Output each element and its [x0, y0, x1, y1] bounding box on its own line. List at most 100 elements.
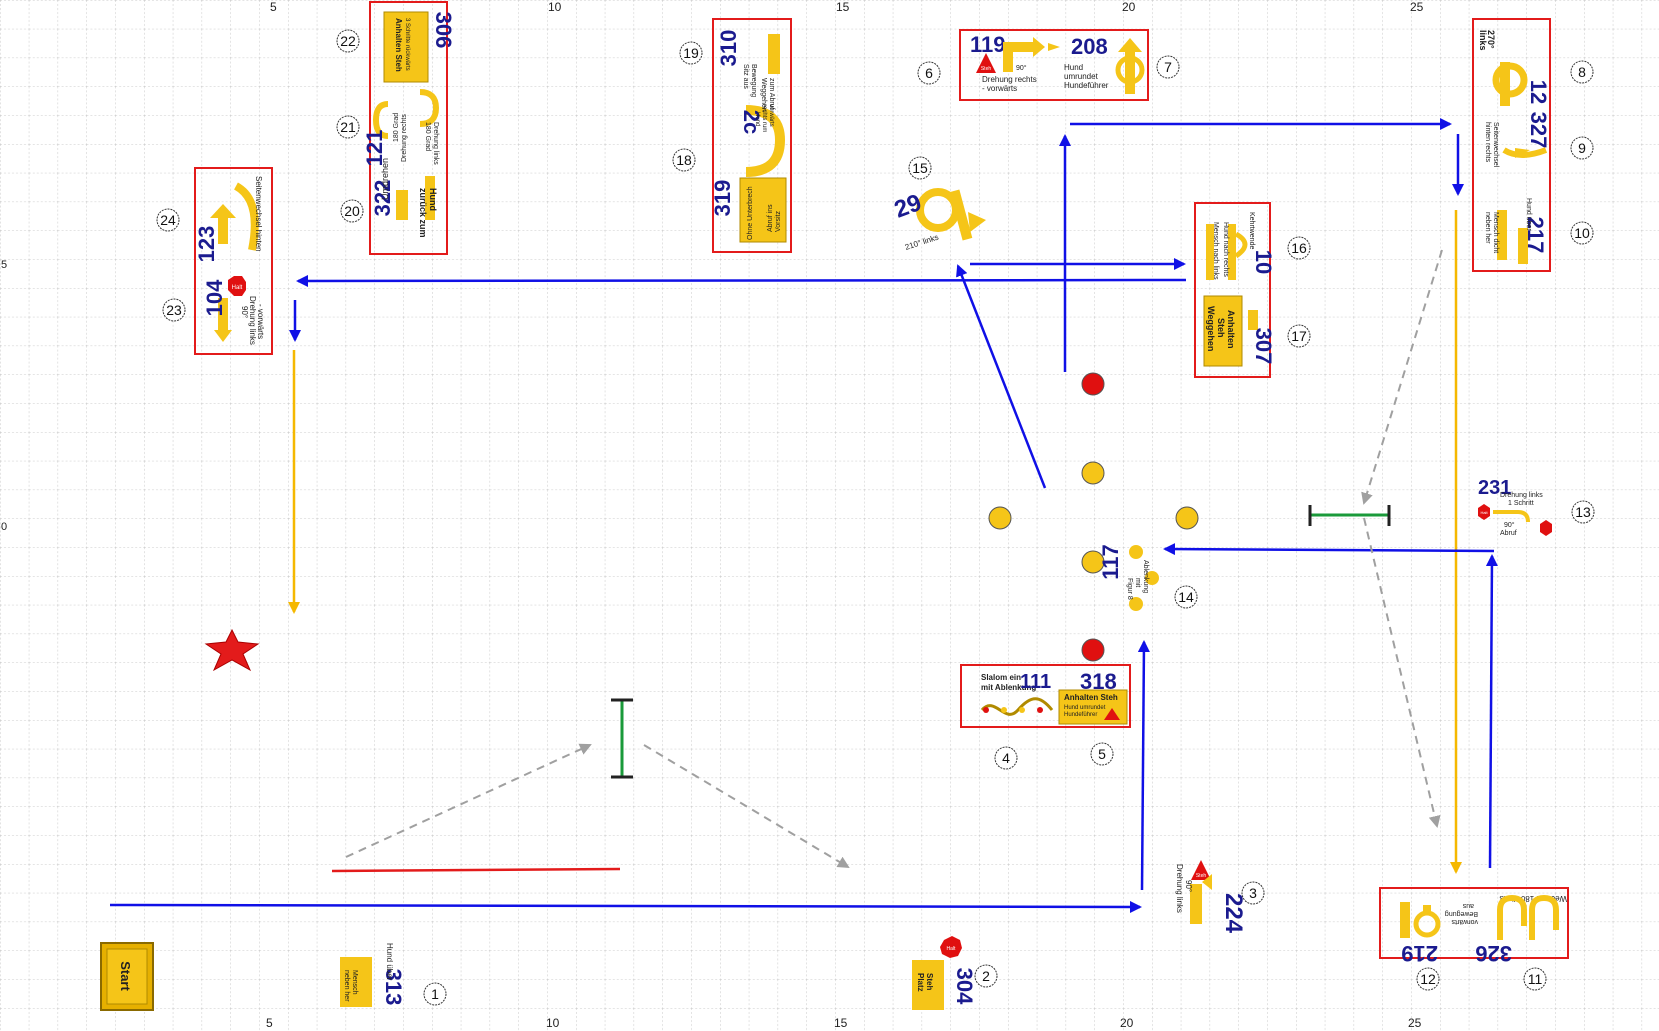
svg-text:1: 1	[431, 986, 439, 1002]
station-marker: 3	[1241, 881, 1265, 905]
station-marker: 5	[1090, 742, 1114, 766]
svg-text:17: 17	[1291, 328, 1307, 344]
sign-code: 12	[1526, 80, 1551, 104]
station-marker: 10	[1570, 221, 1594, 245]
sign-121: 121 180 Grad Drehung rechts 180 Grad Dre…	[362, 89, 440, 166]
sign-text: Hund über	[1525, 198, 1532, 231]
top-tick: 25	[1410, 0, 1424, 14]
sign-text: Hund über	[385, 943, 394, 981]
sign-304: Halt 304 Steh Platz	[912, 936, 977, 1010]
svg-text:7: 7	[1164, 59, 1172, 75]
sign-text: Steh	[1216, 318, 1226, 338]
svg-text:8: 8	[1578, 64, 1586, 80]
svg-text:2: 2	[982, 968, 990, 984]
sign-307: Anhalten Steh Weggehen 307	[1203, 295, 1276, 367]
sign-text: Hundeführer	[1064, 81, 1109, 90]
station-marker: 13	[1571, 500, 1595, 524]
sign-code: 231	[1478, 477, 1511, 499]
svg-text:23: 23	[166, 302, 182, 318]
station-marker: 24	[156, 208, 180, 232]
jump-vertical	[611, 698, 633, 779]
sign-text: Weggehen	[760, 78, 767, 112]
sign-text: Abruf	[1500, 530, 1517, 537]
sign-text: Ohne Unterbrech	[747, 186, 754, 240]
cone-yellow	[1081, 461, 1105, 485]
halt-label: Halt	[1480, 510, 1488, 515]
sign-111: Slalom ein mit Ablenkung 111	[980, 671, 1054, 716]
sign-text: mit Ablenkung	[981, 683, 1036, 692]
sign-text: 3 Schritte rückwärts	[404, 18, 410, 71]
sign-text: Drehung rechts	[982, 75, 1037, 84]
sign-322: 322 Umdrehen zurück zum Hund	[370, 158, 438, 238]
route-segment	[1361, 249, 1443, 505]
sign-text: Bewegung	[1445, 910, 1478, 917]
sign-text: zum Abruf	[768, 78, 775, 110]
sign-326: Wechsel 180° links 326	[1475, 894, 1567, 966]
sign-text: 90°	[1016, 64, 1027, 72]
stop-label: Steh	[981, 66, 992, 72]
station-marker: 12	[1416, 967, 1440, 991]
sign-text: mit	[1134, 578, 1141, 587]
sign-code: 313	[381, 969, 406, 1006]
cone-yellow	[1175, 506, 1199, 530]
sign-text: Drehung rechts	[401, 114, 408, 162]
sign-text: Seitenwechsel hinten	[254, 176, 263, 252]
halt-label: Halt	[947, 946, 957, 952]
sign-313: 313 Hund über Mensch neben her	[340, 943, 406, 1007]
station-marker: 6	[917, 61, 941, 85]
top-axis: 5 10 15 20 25	[270, 0, 1424, 14]
sign-text: Anhalten	[1226, 310, 1236, 349]
station-marker: 4	[994, 746, 1018, 770]
sign-text: 180 Grad	[393, 113, 400, 142]
station-marker: 19	[679, 41, 703, 65]
sign-119: 119 Steh 90° Drehung rechts - vorwärts	[970, 32, 1060, 93]
sign-text: Hund nach rechts	[1222, 222, 1229, 277]
sign-code: 2c	[739, 110, 764, 134]
route-segment	[109, 900, 1142, 913]
station-marker: 17	[1287, 324, 1311, 348]
station-marker: 8	[1570, 60, 1594, 84]
station-markers: 1 2 3 4 5 6 7 8 9 10 11 12 13 14 15 16 1…	[156, 29, 1595, 1006]
station-marker: 20	[340, 199, 364, 223]
route-segment	[643, 744, 850, 869]
sign-code: 322	[370, 180, 395, 217]
svg-text:11: 11	[1528, 971, 1543, 987]
sign-text: Drehung links	[432, 122, 439, 165]
sign-117: 117 Figur 8 mit Ablenkung	[1098, 544, 1159, 611]
sign-text: rechts rum	[761, 104, 767, 132]
bottom-tick: 20	[1120, 1016, 1134, 1030]
sign-code: 224	[1220, 893, 1247, 934]
frames	[194, 1, 1569, 959]
top-tick: 5	[270, 0, 277, 14]
route-segment	[331, 867, 621, 873]
sign-text: Seitenwechsel	[1492, 122, 1499, 168]
sign-12: 270° links 12	[1478, 30, 1551, 106]
sign-code: 219	[1401, 941, 1438, 966]
sign-text: Hund	[428, 188, 438, 211]
sign-123: 123 Seitenwechsel hinten	[194, 176, 263, 262]
sign-text: Figur 8	[1126, 578, 1133, 600]
station-marker: 16	[1287, 236, 1311, 260]
svg-text:3: 3	[1249, 885, 1257, 901]
sign-text: neben her	[1484, 212, 1491, 244]
sign-text: Drehung links	[1500, 492, 1543, 499]
sign-code: 104	[202, 279, 227, 316]
sign-text: Hund umrundet	[1064, 705, 1106, 711]
cone-yellow	[1081, 550, 1105, 574]
station-marker: 22	[336, 29, 360, 53]
cones	[988, 372, 1199, 662]
sign-208: 208 Hund umrundet Hundeführer	[1064, 34, 1145, 94]
sign-text: 1 Schritt	[1508, 500, 1534, 507]
sign-code: 217	[1523, 217, 1548, 254]
sign-code: 119	[970, 32, 1006, 57]
top-tick: 20	[1122, 0, 1136, 14]
stop-label: Steh	[1196, 873, 1207, 879]
left-axis: 5 0	[1, 259, 7, 533]
bottom-tick: 15	[834, 1016, 848, 1030]
sign-text: hinten rechts	[1484, 122, 1491, 163]
sign-text: Hund	[1064, 63, 1083, 72]
sign-code: 306	[431, 12, 456, 49]
halt-label: Halt	[232, 285, 243, 291]
sign-text: Hund	[754, 112, 760, 126]
